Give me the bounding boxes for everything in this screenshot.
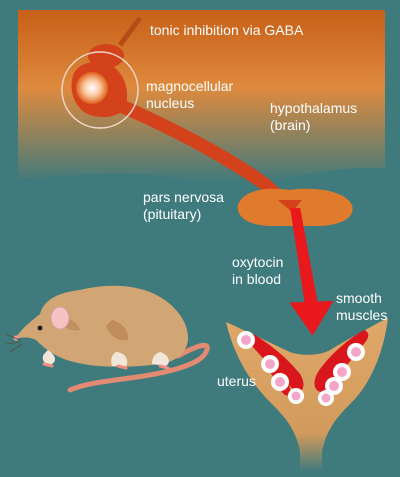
gaba-synapse-terminal — [88, 44, 124, 68]
uterine-cells — [237, 331, 365, 406]
rat-body — [16, 285, 188, 367]
smooth-muscles-label-line-1: smooth — [336, 290, 382, 306]
rat-ear — [50, 306, 70, 330]
rat-eye — [37, 325, 43, 331]
gaba-axon — [117, 16, 143, 47]
pars-nervosa-label-line-1: pars nervosa — [143, 189, 224, 205]
oxytocin-label: oxytocin in blood — [232, 254, 283, 288]
magnocellular-label-line-2: nucleus — [146, 95, 195, 111]
pars-nervosa-label: pars nervosa (pituitary) — [143, 189, 224, 223]
hypothalamus-label-line-1: hypothalamus — [270, 100, 358, 116]
magnocellular-neuron — [61, 51, 290, 206]
hypothalamus-label-line-2: (brain) — [270, 117, 311, 133]
pars-nervosa-label-line-2: (pituitary) — [143, 206, 202, 222]
magnocellular-label-line-1: magnocellular — [146, 78, 234, 94]
rat — [5, 285, 210, 393]
magnocellular-nucleus-label: magnocellular nucleus — [146, 78, 233, 112]
rat-tail — [67, 342, 210, 393]
smooth-muscles-label-line-2: muscles — [336, 307, 388, 323]
oxytocin-label-line-2: in blood — [232, 271, 282, 287]
rat-whiskers — [5, 333, 23, 353]
uterus — [226, 318, 388, 472]
oxytocin-label-line-1: oxytocin — [232, 254, 284, 270]
uterus-label: uterus — [217, 373, 256, 389]
hypothalamus-label: hypothalamus (brain) — [270, 100, 357, 134]
smooth-muscles-label: smooth muscles — [336, 290, 387, 324]
oxytocin-arrow — [289, 208, 334, 336]
axon-terminal — [278, 200, 302, 212]
gaba-label: tonic inhibition via GABA — [150, 22, 304, 38]
